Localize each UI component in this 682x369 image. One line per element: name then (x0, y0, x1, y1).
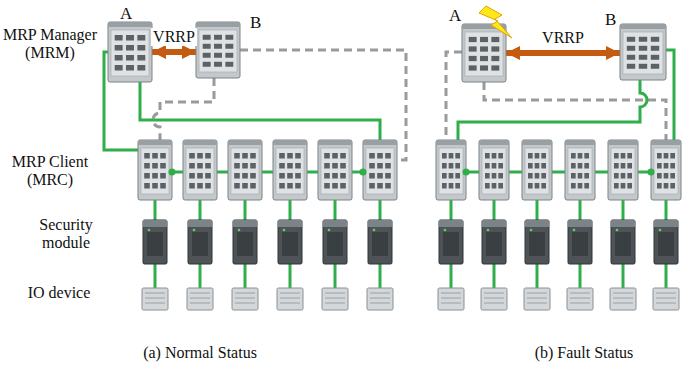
security-module-icon (278, 220, 302, 264)
switch-name: B (250, 14, 261, 31)
io-device-icon (438, 288, 464, 310)
io-device-icon (367, 288, 393, 310)
security-module-icon (143, 220, 167, 264)
device-link (450, 264, 453, 288)
switch-icon (608, 140, 638, 200)
security-module-icon (611, 220, 635, 264)
security-module-icon (323, 220, 347, 264)
security-module-icon (525, 220, 549, 264)
switch-icon (436, 140, 466, 200)
device-link (536, 264, 539, 288)
device-link (334, 264, 337, 288)
device-link (244, 200, 247, 220)
device-link (199, 200, 202, 220)
ring-link (458, 80, 647, 140)
security-module-icon (654, 220, 678, 264)
device-link (450, 200, 453, 220)
switch-node: A (108, 22, 152, 82)
switch-node: A (462, 24, 506, 82)
security-module-icon (368, 220, 392, 264)
device-link (665, 264, 668, 288)
device-link (622, 200, 625, 220)
switch-name: B (605, 11, 616, 28)
switch-icon (228, 140, 262, 200)
device-link (154, 264, 157, 288)
fault-lightning (479, 6, 512, 38)
ring-port-dot (169, 169, 176, 176)
switch-drawing (462, 24, 506, 82)
edge-label: VRRP (151, 28, 197, 46)
device-link (665, 200, 668, 220)
device-link (493, 200, 496, 220)
switch-icon (196, 22, 240, 78)
device-link (244, 264, 247, 288)
vrrp-link (506, 50, 620, 56)
row-label: Security module (30, 216, 102, 252)
device-link (289, 264, 292, 288)
device-link (493, 264, 496, 288)
standby-link (240, 50, 406, 160)
switch-icon (363, 140, 397, 200)
io-device-icon (142, 288, 168, 310)
ring-port-dot (463, 169, 470, 176)
io-device-icon (277, 288, 303, 310)
device-link (379, 200, 382, 220)
ring-port-dot (360, 169, 367, 176)
switch-icon (565, 140, 595, 200)
device-link (154, 200, 157, 220)
standby-link (153, 78, 214, 140)
row-label: IO device (16, 284, 102, 302)
role-label: MRP Client (MRC) (0, 153, 100, 189)
device-link (289, 200, 292, 220)
ring-link (140, 82, 380, 140)
switch-icon (651, 140, 681, 200)
switch-icon (318, 140, 352, 200)
switch-name: A (449, 7, 461, 24)
io-device-icon (187, 288, 213, 310)
io-device-icon (322, 288, 348, 310)
switch-drawing (620, 24, 666, 80)
io-device-icon (567, 288, 593, 310)
device-link (379, 264, 382, 288)
io-device-icon (524, 288, 550, 310)
switch-icon (522, 140, 552, 200)
subfigure-caption: (a) Normal Status (100, 344, 300, 362)
subfigure-caption: (b) Fault Status (494, 344, 674, 362)
role-label: MRP Manager (MRM) (0, 26, 100, 62)
io-device-icon (610, 288, 636, 310)
security-module-icon (482, 220, 506, 264)
io-device-icon (653, 288, 679, 310)
security-module-icon (439, 220, 463, 264)
switch-icon (273, 140, 307, 200)
edge-label: VRRP (540, 29, 586, 47)
switch-icon (479, 140, 509, 200)
switch-icon (620, 24, 666, 80)
device-link (199, 264, 202, 288)
device-link (536, 200, 539, 220)
ring-link (666, 50, 674, 140)
security-module-icon (568, 220, 592, 264)
switch-drawing (108, 22, 152, 82)
io-device-icon (232, 288, 258, 310)
vrrp-link (152, 49, 196, 55)
standby-link (446, 52, 462, 140)
switch-name: A (120, 5, 132, 22)
io-device-icon (481, 288, 507, 310)
device-link (334, 200, 337, 220)
switch-node: B (620, 24, 666, 80)
switch-icon (183, 140, 217, 200)
switch-icon (108, 22, 152, 82)
switch-drawing (196, 22, 240, 78)
device-link (579, 200, 582, 220)
device-link (622, 264, 625, 288)
security-module-icon (188, 220, 212, 264)
security-module-icon (233, 220, 257, 264)
device-link (579, 264, 582, 288)
ring-port-dot (648, 169, 655, 176)
switch-icon (138, 140, 172, 200)
switch-icon (462, 24, 506, 82)
switch-node: B (196, 22, 240, 78)
